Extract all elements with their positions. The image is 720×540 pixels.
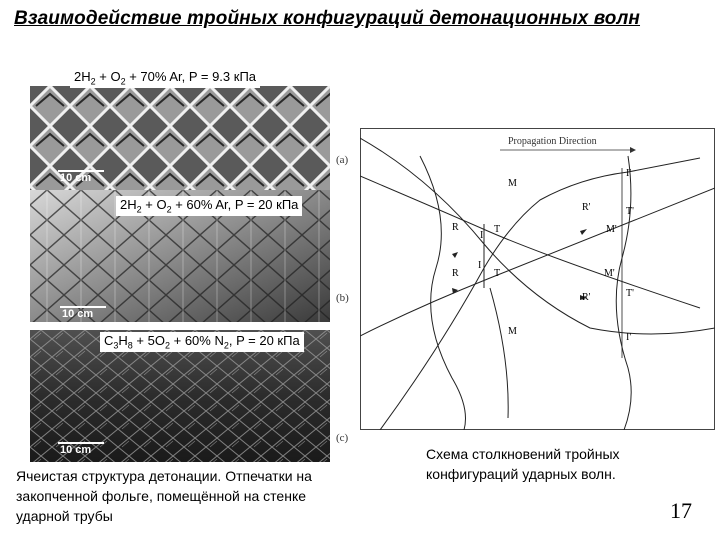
triple-point-collision-diagram: Propagation Direction M I' R' T' M' R I … [359,128,716,431]
right-description: Схема столкновений тройных конфигураций … [426,446,620,482]
label-R-prime-top: R' [582,202,591,213]
label-T-top: T [494,224,500,235]
left-description: Ячеистая структура детонации. Отпечатки … [16,468,312,524]
label-I-prime-bottom: I' [626,332,631,343]
scale-label-a: 10 cm [60,172,92,184]
label-T-prime-bottom: T' [626,288,634,299]
label-M-top: M [508,178,517,189]
soot-foil-photo-a: 10 cm [30,86,330,190]
label-I-top: I [480,230,483,241]
label-T-prime-top: T' [626,206,634,217]
label-R-bottom: R [452,268,459,279]
propagation-label: Propagation Direction [508,136,597,147]
photo-caption-c: C3H8 + 5O2 + 60% N2, P = 20 кПа [100,332,304,352]
scale-label-c: 10 cm [60,444,92,456]
label-M-bottom: M [508,326,517,337]
photo-label-a: (a) [336,154,349,166]
page-number: 17 [670,498,692,523]
label-T-bottom: T [494,268,500,279]
photo-label-b: (b) [336,292,349,304]
photo-caption-b: 2H2 + O2 + 60% Ar, P = 20 кПа [116,196,303,216]
label-M-prime-bottom: M' [604,268,615,279]
soot-foil-photo-c: 10 cm [30,330,330,462]
label-R-prime-bottom: R' [582,292,591,303]
photo-label-c: (c) [336,432,349,444]
label-R-top: R [452,222,459,233]
photo-caption-a: 2H2 + O2 + 70% Ar, P = 9.3 кПа [70,68,261,88]
label-M-prime-top: M' [606,224,617,235]
scale-label-b: 10 cm [62,308,94,320]
label-I-prime-top: I' [626,168,631,179]
slide-title: Взаимодействие тройных конфигураций дето… [14,8,641,29]
label-I-bottom: I [478,260,481,271]
